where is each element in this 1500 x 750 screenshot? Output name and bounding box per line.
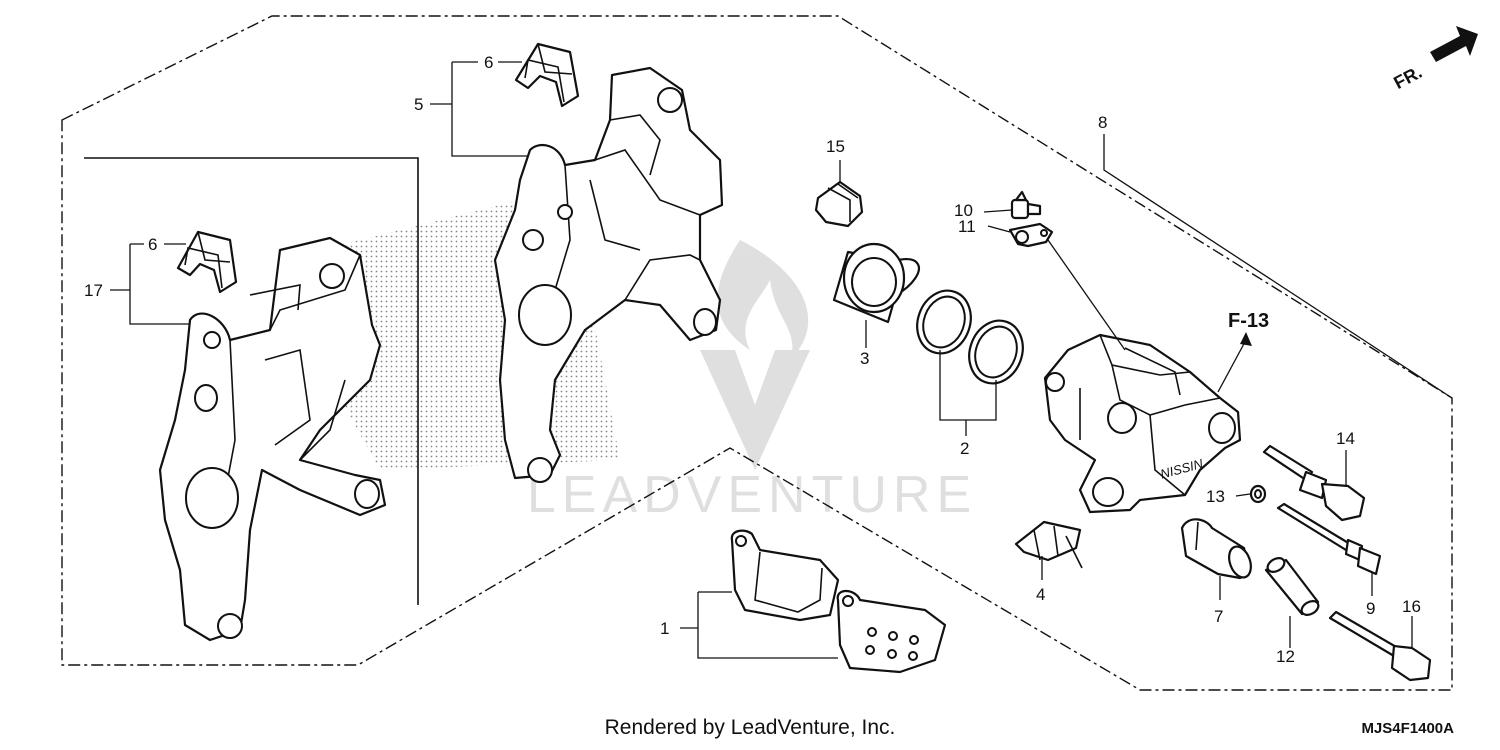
- callout-10: 10: [954, 201, 973, 220]
- caliper-bracket-5: [493, 66, 724, 483]
- diagram-code: MJS4F1400A: [1361, 720, 1454, 737]
- callout-1: 1: [660, 619, 669, 638]
- callout-labels: 1 2 3 4 5 6 6 7 8 9 10 11 12 13 14 15 16…: [84, 53, 1421, 666]
- assembly-outline: [61, 15, 1453, 691]
- callout-15: 15: [826, 137, 845, 156]
- render-credit: Rendered by LeadVenture, Inc.: [604, 716, 896, 739]
- boot-7: [1180, 518, 1252, 580]
- callout-5: 5: [414, 95, 423, 114]
- piston: [832, 242, 921, 324]
- callout-13: 13: [1206, 487, 1225, 506]
- callout-6-center: 6: [484, 53, 493, 72]
- pin-9: [1276, 502, 1382, 576]
- front-direction-label: FR.: [1390, 62, 1425, 93]
- watermark-text: LEADVENTURE: [527, 466, 977, 524]
- bleed-cap: [1008, 222, 1054, 248]
- callout-4: 4: [1036, 585, 1045, 604]
- callout-7: 7: [1214, 607, 1223, 626]
- callout-8: 8: [1098, 113, 1107, 132]
- reference-arrow: [1217, 332, 1252, 393]
- callout-11: 11: [958, 217, 976, 236]
- caliper-body: NISSIN: [1043, 333, 1242, 514]
- front-direction-indicator: FR.: [1390, 26, 1478, 93]
- callout-6-left: 6: [148, 235, 157, 254]
- bleed-valve: [1010, 190, 1042, 220]
- bolt-16: [1328, 610, 1432, 682]
- dust-seal: [968, 319, 1024, 385]
- leader-lines: [110, 61, 1453, 659]
- reference-f13: F-13: [1228, 310, 1269, 332]
- piston-seal: [916, 289, 972, 355]
- callout-3: 3: [860, 349, 869, 368]
- pad-spring-clip-left: [176, 230, 238, 294]
- callout-16: 16: [1402, 597, 1421, 616]
- pin-bolt-14: [1262, 444, 1366, 522]
- pad-spring-clip-center: [514, 42, 580, 108]
- o-ring-13: [1249, 484, 1267, 504]
- callout-17: 17: [84, 281, 103, 300]
- sleeve-12: [1264, 557, 1320, 616]
- brake-pad-set: [730, 529, 947, 674]
- pad-spring-4: [1014, 520, 1083, 569]
- callout-9: 9: [1366, 599, 1375, 618]
- caliper-bracket-17: [158, 236, 387, 642]
- boot-15: [814, 180, 864, 228]
- callout-14: 14: [1336, 429, 1355, 448]
- watermark: LEADVENTURE: [527, 240, 977, 524]
- callout-2: 2: [960, 439, 969, 458]
- callout-12: 12: [1276, 647, 1295, 666]
